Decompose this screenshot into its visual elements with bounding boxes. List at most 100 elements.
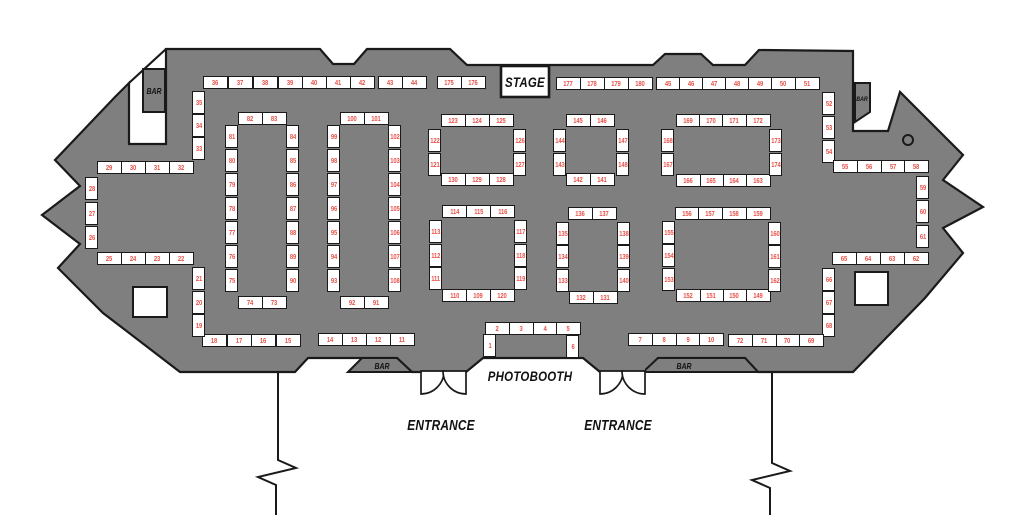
booth-76: 76 (225, 245, 238, 268)
booth-number: 66 (825, 274, 832, 284)
booth-147: 147 (616, 129, 629, 152)
booth-166: 166 (676, 174, 701, 187)
booth-number: 14 (327, 334, 334, 344)
booth-number: 88 (289, 227, 296, 237)
booth-68: 68 (822, 314, 835, 337)
booth-number: 2 (495, 323, 499, 333)
stage (499, 64, 551, 99)
booth-number: 50 (780, 78, 787, 88)
booth-81: 81 (225, 125, 238, 148)
booth-number: 40 (311, 77, 318, 87)
booth-7: 7 (628, 333, 653, 346)
booth-113: 113 (429, 220, 442, 243)
bar-bottom-left-label: BAR (374, 360, 390, 371)
left-exterior-wall (254, 372, 300, 515)
booth-number: 170 (706, 115, 716, 125)
booth-145: 145 (566, 114, 591, 127)
booth-139: 139 (617, 245, 630, 268)
booth-number: 72 (737, 335, 744, 345)
booth-number: 69 (808, 335, 815, 345)
booth-number: 171 (729, 115, 739, 125)
left-alcove (132, 286, 168, 318)
booth-number: 16 (260, 335, 267, 345)
booth-number: 29 (106, 162, 113, 172)
booth-37: 37 (228, 76, 253, 89)
booth-180: 180 (628, 77, 653, 90)
booth-46: 46 (679, 77, 704, 90)
booth-number: 7 (638, 334, 642, 344)
booth-118: 118 (514, 244, 527, 267)
booth-number: 169 (683, 115, 693, 125)
booth-132: 132 (569, 291, 594, 304)
booth-107: 107 (388, 245, 401, 268)
booth-158: 158 (722, 207, 747, 220)
booth-number: 83 (271, 113, 278, 123)
booth-number: 104 (389, 179, 400, 189)
bar-bottom-left-shape (345, 357, 415, 373)
booth-number: 82 (247, 113, 254, 123)
booth-number: 60 (919, 206, 926, 216)
booth-number: 95 (330, 227, 337, 237)
booth-number: 139 (618, 251, 629, 261)
booth-number: 174 (770, 159, 781, 169)
booth-number: 162 (769, 275, 780, 285)
booth-52: 52 (822, 92, 835, 115)
booth-number: 76 (228, 251, 235, 261)
booth-14: 14 (318, 333, 343, 346)
booth-number: 112 (431, 250, 440, 260)
booth-164: 164 (722, 174, 747, 187)
booth-129: 129 (465, 173, 490, 186)
booth-39: 39 (278, 76, 303, 89)
booth-144: 144 (553, 129, 566, 152)
booth-number: 151 (706, 290, 716, 300)
booth-number: 106 (389, 227, 400, 237)
booth-82: 82 (238, 112, 263, 125)
booth-number: 152 (683, 290, 693, 300)
booth-number: 27 (88, 208, 95, 218)
booth-number: 153 (663, 274, 674, 284)
booth-number: 37 (237, 77, 244, 87)
booth-number: 19 (195, 320, 202, 330)
booth-93: 93 (327, 269, 340, 292)
booth-number: 124 (472, 115, 482, 125)
right-exterior-wall (748, 372, 794, 515)
booth-number: 100 (347, 113, 357, 123)
booth-58: 58 (904, 160, 929, 173)
booth-165: 165 (699, 174, 724, 187)
booth-142: 142 (566, 173, 591, 186)
booth-number: 138 (618, 228, 629, 238)
booth-number: 117 (516, 226, 525, 236)
booth-number: 131 (600, 292, 610, 302)
booth-number: 24 (130, 253, 137, 263)
booth-number: 63 (889, 253, 896, 263)
booth-33: 33 (192, 137, 205, 160)
booth-number: 44 (411, 77, 418, 87)
booth-63: 63 (880, 252, 905, 265)
booth-99: 99 (327, 125, 340, 148)
booth-number: 71 (761, 335, 768, 345)
booth-number: 48 (734, 78, 741, 88)
booth-85: 85 (286, 149, 299, 172)
booth-146: 146 (590, 114, 615, 127)
booth-number: 143 (554, 159, 565, 169)
booth-number: 34 (195, 120, 202, 130)
booth-number: 56 (866, 161, 873, 171)
booth-36: 36 (203, 76, 228, 89)
booth-number: 126 (514, 135, 525, 145)
entrance-left-label: ENTRANCE (407, 417, 475, 434)
booth-number: 10 (708, 334, 715, 344)
booth-109: 109 (466, 289, 491, 302)
booth-162: 162 (768, 269, 781, 292)
bar-top-right-label: BAR (856, 95, 868, 103)
booth-number: 132 (576, 292, 586, 302)
booth-number: 21 (195, 273, 202, 283)
booth-79: 79 (225, 173, 238, 196)
booth-23: 23 (145, 252, 170, 265)
left-entrance-door-leaf (420, 370, 445, 395)
booth-number: 22 (178, 253, 185, 263)
booth-number: 145 (573, 115, 583, 125)
booth-number: 122 (429, 135, 440, 145)
booth-51: 51 (795, 77, 820, 90)
booth-90: 90 (286, 269, 299, 292)
booth-48: 48 (725, 77, 750, 90)
